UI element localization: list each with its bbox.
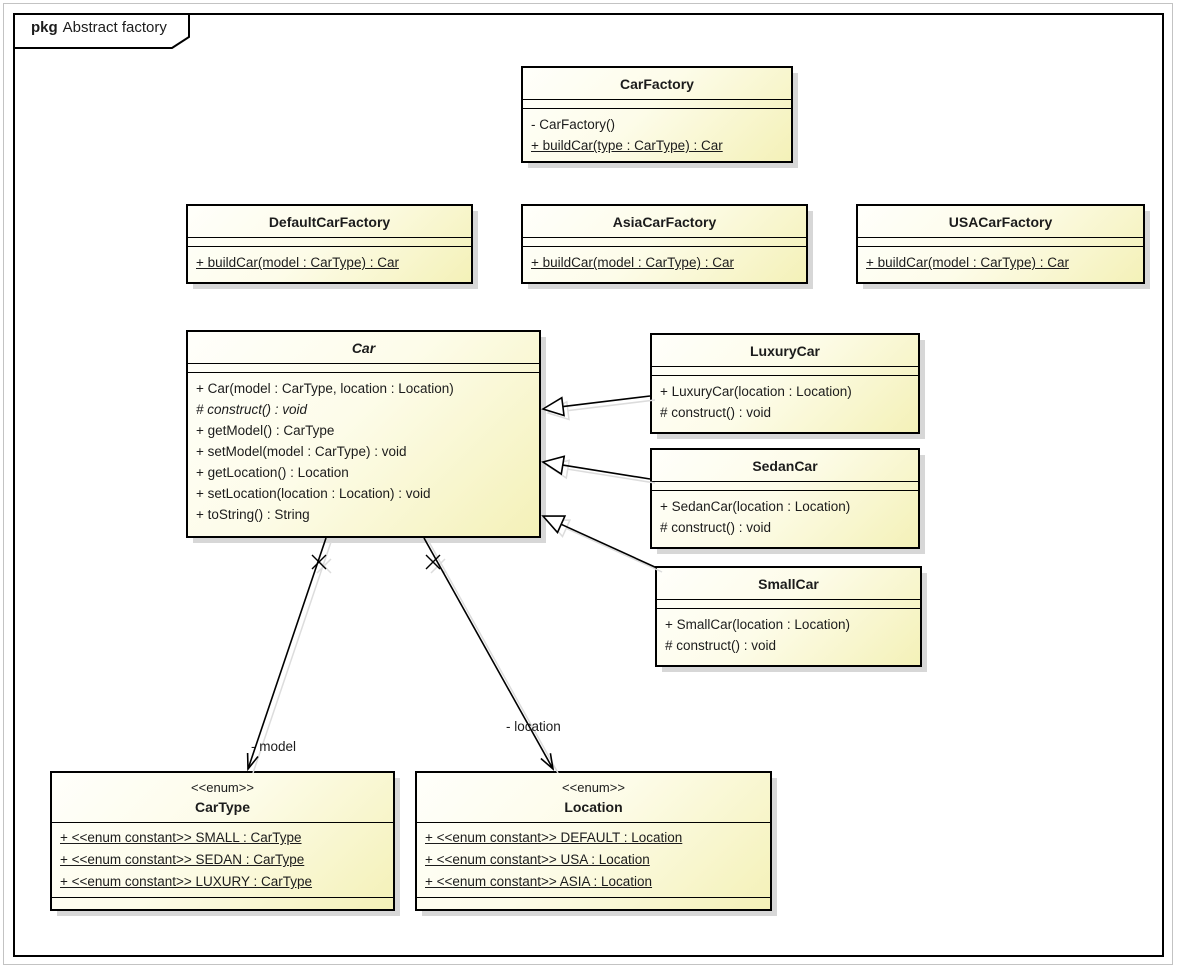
class-name-luxurycar: LuxuryCar [652,335,918,367]
method-row: + buildCar(type : CarType) : Car [531,138,723,153]
class-name-car: Car [188,332,539,364]
methods-compartment: + Car(model : CarType, location : Locati… [188,373,539,536]
class-defaultcarfactory: DefaultCarFactory + buildCar(model : Car… [186,204,473,284]
method-row: + buildCar(model : CarType) : Car [866,255,1069,270]
class-usacarfactory: USACarFactory + buildCar(model : CarType… [856,204,1145,284]
class-smallcar: SmallCar + SmallCar(location : Location)… [655,566,922,667]
methods-compartment-empty [52,898,393,910]
enum-constant-row: + <<enum constant>> SMALL : CarType [60,830,302,845]
class-name-defaultcarfactory: DefaultCarFactory [188,206,471,238]
attributes-compartment [523,100,791,109]
package-tab [13,13,190,49]
methods-compartment: - CarFactory() + buildCar(type : CarType… [523,109,791,161]
fields-compartment: + <<enum constant>> SMALL : CarType + <<… [52,823,393,898]
method-row: + LuxuryCar(location : Location) [660,384,852,399]
method-row: # construct() : void [196,402,308,417]
enum-location: <<enum>> Location + <<enum constant>> DE… [415,771,772,911]
package-title: Abstract factory [62,19,167,36]
class-asiacarfactory: AsiaCarFactory + buildCar(model : CarTyp… [521,204,808,284]
method-row: + SmallCar(location : Location) [665,617,850,632]
outer-border [3,3,1173,965]
method-row: - CarFactory() [531,117,615,132]
enum-title-location: <<enum>> Location [417,773,770,823]
enum-constant-row: + <<enum constant>> SEDAN : CarType [60,852,305,867]
methods-compartment: + buildCar(model : CarType) : Car [188,247,471,282]
method-row: + setLocation(location : Location) : voi… [196,486,431,501]
attributes-compartment [657,600,920,609]
enum-name-cartype: CarType [195,799,250,815]
enum-constant-row: + <<enum constant>> DEFAULT : Location [425,830,683,845]
methods-compartment: + buildCar(model : CarType) : Car [523,247,806,282]
method-row: # construct() : void [660,520,772,535]
class-name-carfactory: CarFactory [523,68,791,100]
class-name-usacarfactory: USACarFactory [858,206,1143,238]
class-name-smallcar: SmallCar [657,568,920,600]
method-row: + getLocation() : Location [196,465,349,480]
method-row: + buildCar(model : CarType) : Car [196,255,399,270]
attributes-compartment [652,367,918,376]
methods-compartment: + buildCar(model : CarType) : Car [858,247,1143,282]
method-row: + SedanCar(location : Location) [660,499,851,514]
method-row: # construct() : void [665,638,777,653]
method-row: # construct() : void [660,405,772,420]
enum-stereotype: <<enum>> [562,780,625,795]
attributes-compartment [652,482,918,491]
attributes-compartment [188,364,539,373]
method-row: + buildCar(model : CarType) : Car [531,255,734,270]
methods-compartment: + SedanCar(location : Location) # constr… [652,491,918,547]
enum-title-cartype: <<enum>> CarType [52,773,393,823]
class-carfactory: CarFactory - CarFactory() + buildCar(typ… [521,66,793,163]
attributes-compartment [188,238,471,247]
method-row: + setModel(model : CarType) : void [196,444,407,459]
methods-compartment: + LuxuryCar(location : Location) # const… [652,376,918,432]
attributes-compartment [523,238,806,247]
enum-constant-row: + <<enum constant>> USA : Location [425,852,650,867]
class-name-sedancar: SedanCar [652,450,918,482]
enum-cartype: <<enum>> CarType + <<enum constant>> SMA… [50,771,395,911]
class-luxurycar: LuxuryCar + LuxuryCar(location : Locatio… [650,333,920,434]
class-car: Car + Car(model : CarType, location : Lo… [186,330,541,538]
method-row: + toString() : String [196,507,310,522]
attributes-compartment [858,238,1143,247]
package-keyword: pkg [31,19,58,36]
class-sedancar: SedanCar + SedanCar(location : Location)… [650,448,920,549]
enum-name-location: Location [564,799,623,815]
enum-constant-row: + <<enum constant>> ASIA : Location [425,874,653,889]
enum-stereotype: <<enum>> [191,780,254,795]
method-row: + getModel() : CarType [196,423,335,438]
method-row: + Car(model : CarType, location : Locati… [196,381,454,396]
class-name-asiacarfactory: AsiaCarFactory [523,206,806,238]
methods-compartment-empty [417,898,770,910]
fields-compartment: + <<enum constant>> DEFAULT : Location +… [417,823,770,898]
methods-compartment: + SmallCar(location : Location) # constr… [657,609,920,665]
enum-constant-row: + <<enum constant>> LUXURY : CarType [60,874,313,889]
